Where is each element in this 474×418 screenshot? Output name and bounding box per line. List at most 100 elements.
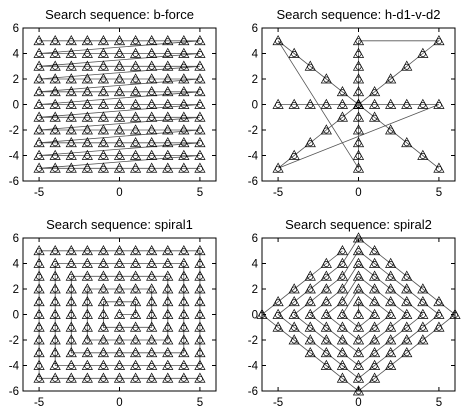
circle-marker: [100, 38, 107, 45]
circle-marker: [116, 324, 123, 331]
circle-marker: [387, 102, 394, 108]
chart-title: Search sequence: spiral2: [285, 217, 432, 232]
circle-marker: [387, 261, 394, 267]
circle-marker: [36, 102, 43, 108]
circle-marker: [148, 286, 155, 293]
circle-marker: [403, 140, 410, 147]
circle-marker: [100, 324, 107, 331]
circle-marker: [100, 286, 107, 293]
circle-marker: [259, 312, 265, 318]
circle-marker: [307, 337, 314, 344]
circle-marker: [100, 114, 107, 121]
circle-marker: [196, 286, 203, 293]
circle-marker: [307, 299, 314, 306]
circle-marker: [275, 324, 282, 331]
circle-marker: [196, 38, 203, 45]
circle-marker: [52, 261, 59, 267]
circle-marker: [148, 114, 155, 121]
circle-marker: [68, 312, 75, 318]
circle-marker: [355, 312, 362, 318]
circle-marker: [100, 375, 107, 382]
circle-marker: [323, 76, 330, 83]
circle-marker: [52, 165, 59, 172]
circle-marker: [84, 299, 91, 306]
circle-marker: [196, 312, 203, 318]
circle-marker: [116, 312, 123, 318]
circle-marker: [164, 312, 171, 318]
circle-marker: [371, 299, 378, 306]
circle-marker: [52, 350, 59, 357]
x-tick-label: 5: [197, 187, 203, 199]
circle-marker: [387, 127, 394, 134]
circle-marker: [180, 63, 187, 70]
circle-marker: [419, 51, 426, 57]
circle-marker: [36, 248, 43, 255]
circle-marker: [371, 89, 378, 96]
circle-marker: [84, 140, 91, 147]
circle-marker: [307, 350, 314, 357]
circle-marker: [36, 350, 43, 357]
y-tick-label: -2: [9, 335, 19, 347]
circle-marker: [355, 140, 362, 147]
circle-marker: [100, 261, 107, 267]
circle-marker: [116, 350, 123, 357]
circle-marker: [36, 140, 43, 147]
circle-marker: [180, 114, 187, 121]
circle-marker: [84, 76, 91, 83]
circle-marker: [371, 114, 378, 121]
circle-marker: [116, 63, 123, 70]
circle-marker: [323, 299, 330, 306]
circle-marker: [355, 375, 362, 382]
circle-marker: [68, 375, 75, 382]
circle-marker: [339, 248, 346, 255]
circle-marker: [387, 337, 394, 344]
circle-marker: [84, 114, 91, 121]
circle-marker: [132, 102, 139, 108]
circle-marker: [132, 261, 139, 267]
circle-marker: [84, 51, 91, 57]
y-tick-label: 0: [13, 100, 19, 112]
circle-marker: [164, 140, 171, 147]
circle-marker: [84, 363, 91, 369]
circle-marker: [419, 337, 426, 344]
circle-marker: [132, 248, 139, 255]
circle-marker: [196, 337, 203, 344]
circle-marker: [132, 63, 139, 70]
y-tick-label: 6: [13, 23, 19, 35]
chart-title: Search sequence: h-d1-v-d2: [276, 7, 440, 22]
circle-marker: [116, 337, 123, 344]
circle-marker: [148, 375, 155, 382]
circle-marker: [180, 89, 187, 96]
y-tick-label: -6: [248, 176, 258, 188]
circle-marker: [84, 324, 91, 331]
circle-marker: [164, 114, 171, 121]
circle-marker: [52, 375, 59, 382]
circle-marker: [36, 114, 43, 121]
circle-marker: [132, 363, 139, 369]
circle-marker: [116, 89, 123, 96]
y-tick-label: 4: [13, 259, 20, 271]
y-tick-label: -2: [9, 125, 19, 137]
circle-marker: [403, 312, 410, 318]
circle-marker: [100, 76, 107, 83]
circle-marker: [435, 299, 442, 306]
circle-marker: [148, 89, 155, 96]
circle-marker: [387, 363, 394, 369]
circle-marker: [355, 350, 362, 357]
circle-marker: [132, 286, 139, 293]
circle-marker: [355, 363, 362, 369]
circle-marker: [100, 312, 107, 318]
circle-marker: [307, 273, 314, 280]
circle-marker: [164, 286, 171, 293]
circle-marker: [196, 102, 203, 108]
circle-marker: [307, 63, 314, 70]
circle-marker: [339, 286, 346, 293]
y-tick-label: -6: [248, 386, 258, 398]
circle-marker: [323, 261, 330, 267]
circle-marker: [291, 312, 298, 318]
circle-marker: [116, 102, 123, 108]
circle-marker: [100, 140, 107, 147]
